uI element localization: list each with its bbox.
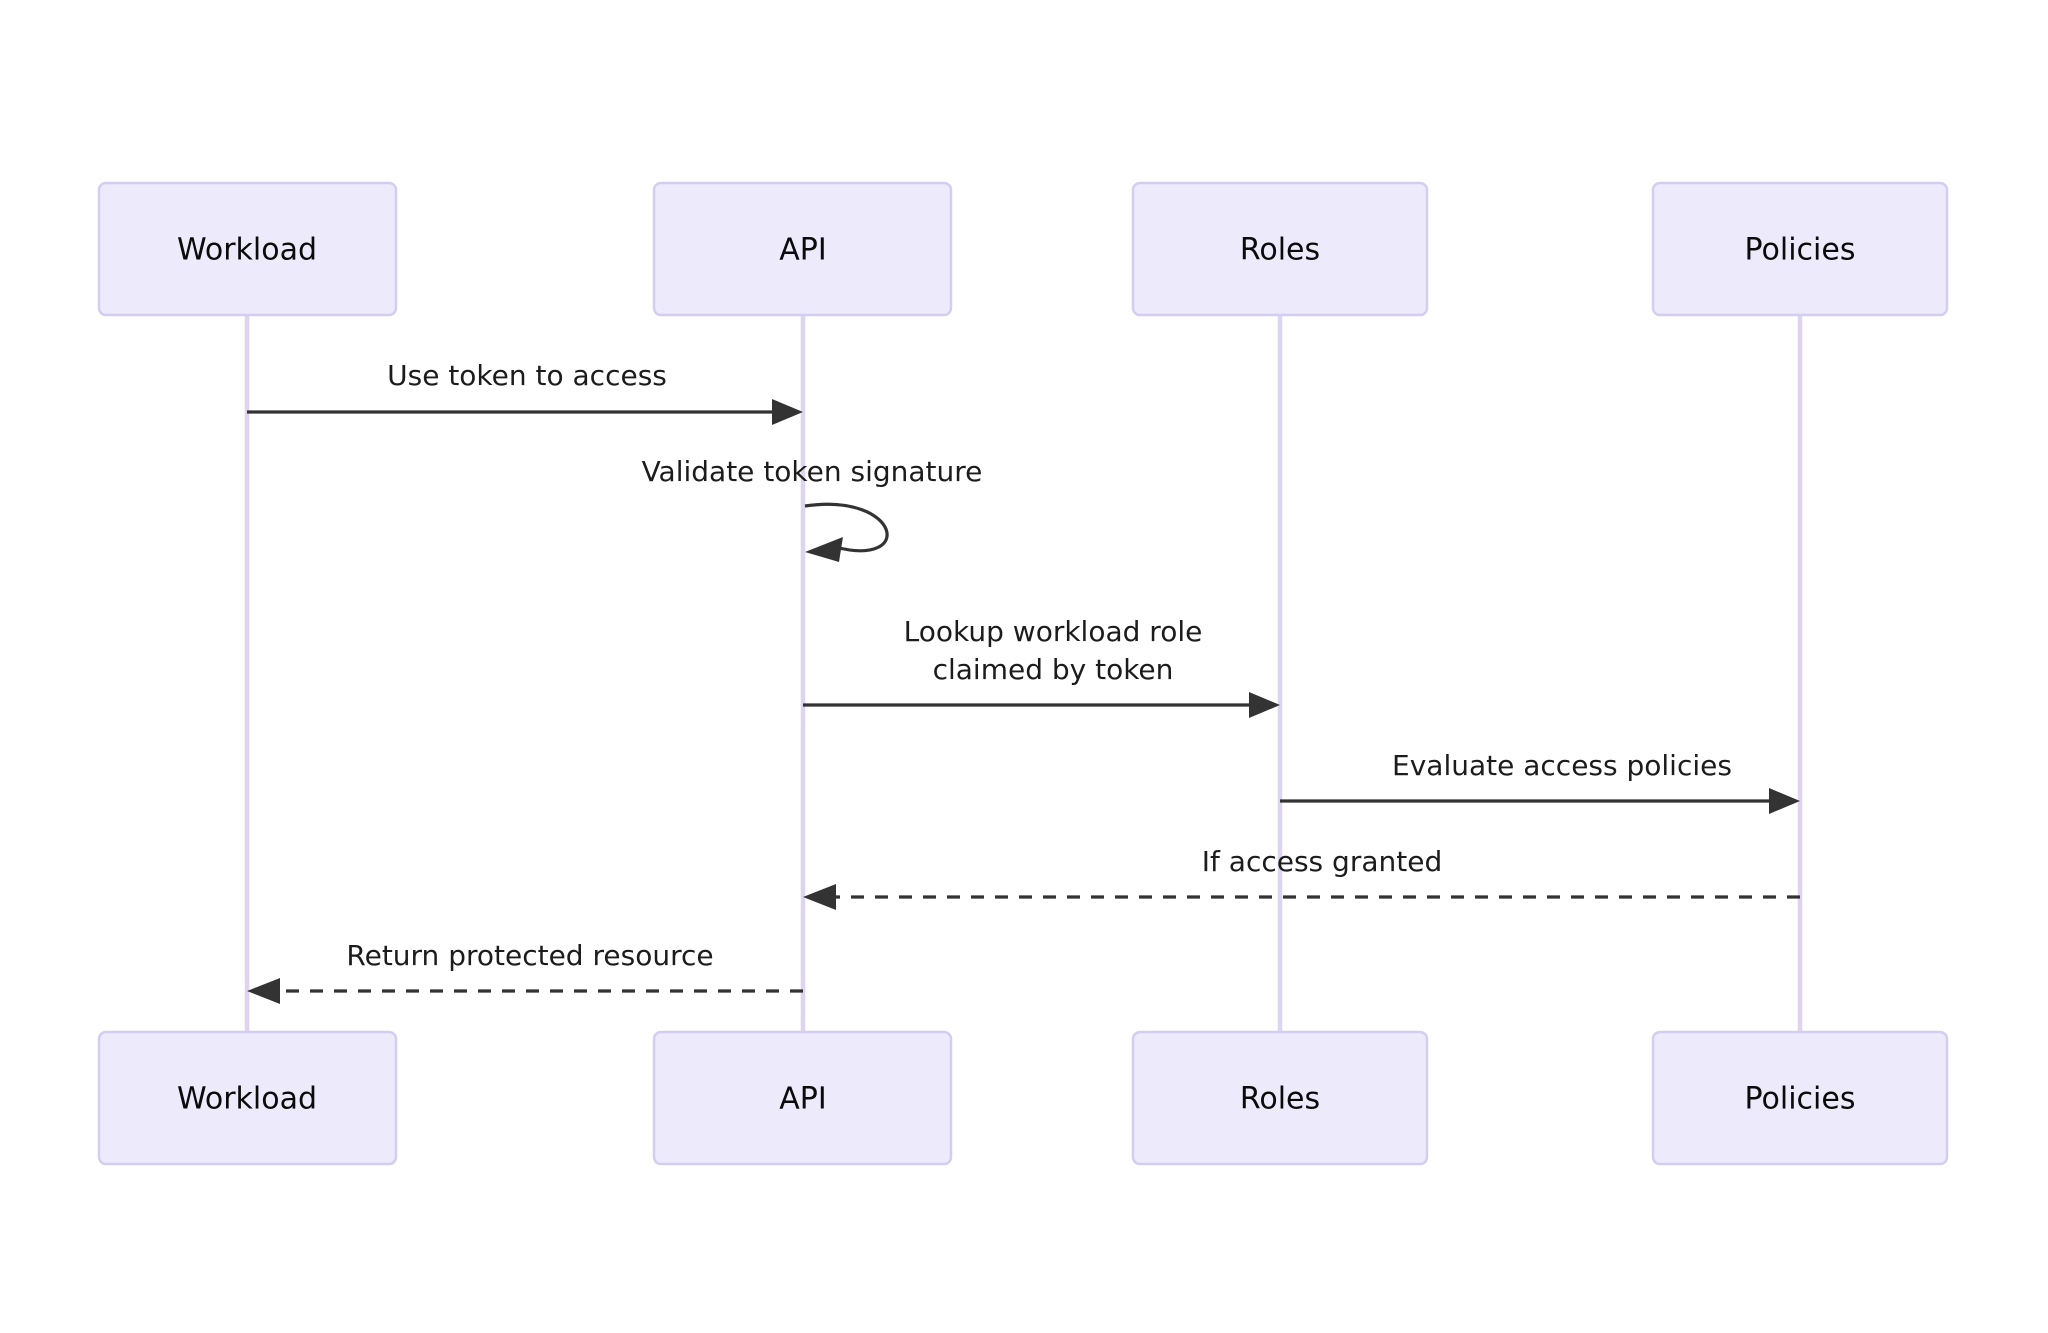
actor-label-policies-top: Policies	[1745, 233, 1856, 268]
message-label-access-granted: If access granted	[1202, 845, 1442, 878]
lifelines-group	[244, 315, 1803, 1032]
actor-box-policies-bottom[interactable]: Policies	[1651, 1030, 1949, 1166]
actor-rect	[1131, 1030, 1429, 1166]
actor-label-policies-bottom: Policies	[1745, 1082, 1856, 1117]
actor-boxes-bottom: Workload API Roles Policies	[97, 1030, 1949, 1166]
actor-box-workload-top[interactable]: Workload	[97, 181, 398, 317]
actor-label-roles-bottom: Roles	[1240, 1082, 1320, 1117]
message-use-token[interactable]: Use token to access	[247, 359, 803, 425]
arrowhead-left	[803, 884, 836, 910]
actor-label-api-bottom: API	[779, 1082, 826, 1117]
message-label-evaluate-policies: Evaluate access policies	[1392, 749, 1732, 782]
message-label-use-token: Use token to access	[387, 359, 667, 392]
actor-rect	[1651, 1030, 1949, 1166]
actor-box-api-bottom[interactable]: API	[652, 1030, 953, 1166]
actor-box-roles-bottom[interactable]: Roles	[1131, 1030, 1429, 1166]
message-label-return-resource: Return protected resource	[346, 939, 713, 972]
message-validate-token[interactable]: Validate token signature	[642, 455, 983, 562]
actor-rect	[1131, 181, 1429, 317]
message-evaluate-policies[interactable]: Evaluate access policies	[1280, 749, 1800, 814]
actor-box-policies-top[interactable]: Policies	[1651, 181, 1949, 317]
message-label-lookup-role-line1: Lookup workload role	[904, 615, 1203, 648]
arrowhead-left	[805, 537, 843, 562]
self-loop-path	[804, 502, 889, 553]
actor-boxes-top: Workload API Roles Policies	[97, 181, 1949, 317]
actor-box-roles-top[interactable]: Roles	[1131, 181, 1429, 317]
actor-label-roles-top: Roles	[1240, 233, 1320, 268]
actor-box-api-top[interactable]: API	[652, 181, 953, 317]
actor-rect	[97, 181, 398, 317]
actor-label-workload-bottom: Workload	[177, 1082, 317, 1117]
actor-box-workload-bottom[interactable]: Workload	[97, 1030, 398, 1166]
arrowhead-right	[1249, 692, 1280, 718]
message-label-lookup-role-line2: claimed by token	[933, 653, 1174, 686]
message-return-resource[interactable]: Return protected resource	[247, 939, 803, 1004]
message-label-validate-token: Validate token signature	[642, 455, 983, 488]
arrowhead-left	[247, 978, 280, 1004]
actor-rect	[652, 1030, 953, 1166]
actor-label-workload-top: Workload	[177, 233, 317, 268]
message-lookup-role[interactable]: Lookup workload role claimed by token	[803, 615, 1280, 718]
actor-label-api-top: API	[779, 233, 826, 268]
message-access-granted[interactable]: If access granted	[803, 845, 1800, 910]
arrowhead-right	[772, 399, 803, 425]
actor-rect	[652, 181, 953, 317]
arrowhead-right	[1769, 788, 1800, 814]
actor-rect	[1651, 181, 1949, 317]
actor-rect	[97, 1030, 398, 1166]
